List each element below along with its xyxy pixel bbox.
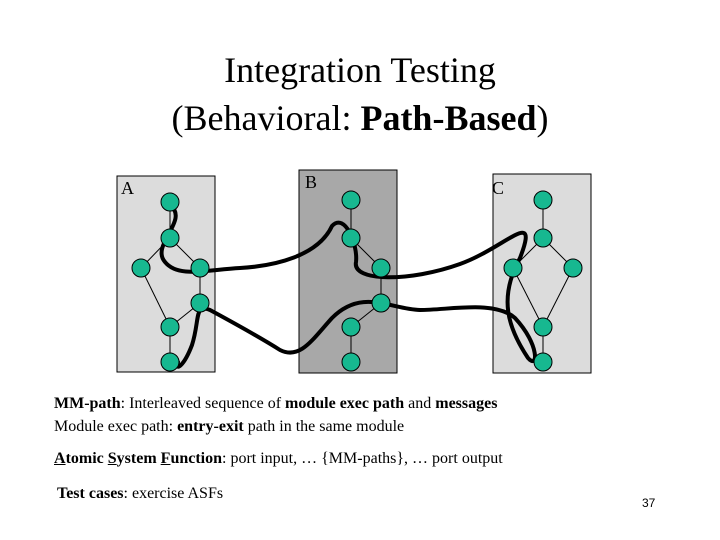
node-c-4: [563, 258, 583, 278]
node-b-2: [341, 228, 361, 248]
caption-asf: Atomic System Function: port input, … {M…: [54, 449, 503, 469]
title-suffix: ): [536, 98, 549, 138]
module-b-label: B: [305, 172, 318, 192]
test-cases-text: : exercise ASFs: [123, 485, 224, 502]
caption-module-exec: Module exec path: entry-exit path in the…: [54, 417, 404, 437]
node-a-5: [190, 293, 210, 313]
node-b-3: [371, 258, 391, 278]
asf-w3-initial: F: [160, 450, 171, 467]
module-exec-bold: entry-exit: [177, 418, 244, 435]
node-c-3: [503, 258, 523, 278]
module-a-label: A: [121, 178, 134, 198]
asf-w1-initial: A: [54, 450, 66, 467]
page-number: 37: [642, 496, 656, 510]
title-prefix: (Behavioral:: [171, 98, 361, 138]
node-b-6: [341, 352, 361, 372]
mm-path-bold1: module exec path: [285, 395, 405, 412]
asf-w3-rest: unction: [170, 450, 223, 467]
title-bold: Path-Based: [360, 98, 537, 138]
mm-path-bold2: messages: [435, 395, 498, 412]
caption-mm-path: MM-path: Interleaved sequence of module …: [54, 394, 497, 414]
slide-title-line2: (Behavioral: Path-Based): [0, 96, 720, 140]
node-b-5: [341, 317, 361, 337]
mm-path-line: [159, 203, 537, 369]
module-exec-text1: Module exec path:: [54, 418, 178, 435]
node-a-4: [190, 258, 210, 278]
node-a-2: [160, 228, 180, 248]
asf-w2-initial: S: [107, 450, 117, 467]
node-c-1: [533, 190, 553, 210]
asf-w1-rest: tomic: [65, 450, 104, 467]
slide-title-line1: Integration Testing: [224, 50, 496, 90]
mm-path-term: MM-path: [54, 395, 121, 412]
node-c-2: [533, 228, 553, 248]
module-exec-text2: path in the same module: [243, 418, 405, 435]
asf-w2-rest: ystem: [116, 450, 157, 467]
test-cases-bold: Test cases: [57, 485, 124, 502]
mm-path-text2: and: [404, 395, 436, 412]
node-c-5: [533, 317, 553, 337]
node-b-4: [371, 293, 391, 313]
caption-test-cases: Test cases: exercise ASFs: [57, 484, 223, 504]
node-a-3: [131, 258, 151, 278]
module-c-label: C: [492, 178, 505, 198]
node-b-1: [341, 190, 361, 210]
node-c-6: [533, 352, 553, 372]
node-a-6: [160, 317, 180, 337]
node-a-1: [160, 192, 180, 212]
node-a-7: [160, 352, 180, 372]
asf-text: : port input, … {MM-paths}, … port outpu…: [222, 450, 503, 467]
mm-path-text1: : Interleaved sequence of: [120, 395, 286, 412]
